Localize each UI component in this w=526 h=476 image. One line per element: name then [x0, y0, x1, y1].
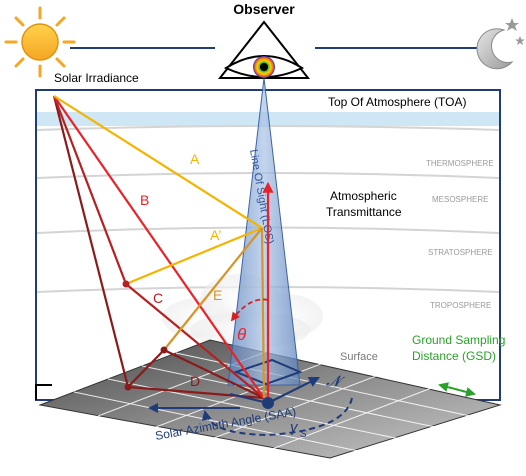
stratosphere-label: STRATOSPHERE: [428, 248, 493, 257]
path-c: [52, 95, 265, 399]
north-label: 𝓝: [326, 373, 345, 390]
zenith-angle-arc: [230, 298, 269, 322]
svg-text:γ: γ: [290, 419, 299, 436]
gsd-label-line-2: Distance (GSD): [412, 349, 496, 363]
surface-label: Surface: [340, 351, 378, 363]
svg-text:S: S: [300, 429, 307, 440]
mesosphere-label: MESOSPHERE: [432, 195, 488, 204]
observer-label: Observer: [233, 1, 295, 17]
toa-label: Top Of Atmosphere (TOA): [328, 95, 467, 109]
troposphere-label: TROPOSPHERE: [430, 301, 491, 310]
path-c-label: C: [153, 290, 163, 306]
transmittance-label: Transmittance: [326, 205, 402, 219]
north-arrow: [267, 377, 320, 404]
path-a: [53, 95, 263, 286]
atmospheric-label: Atmospheric: [330, 189, 397, 203]
moon-icon: [476, 18, 525, 70]
corner-marker: [35, 384, 52, 400]
thermosphere-label: THERMOSPHERE: [426, 159, 494, 168]
solar-azimuth-ray: [229, 393, 269, 404]
solar-irradiance-label: Solar Irradiance: [54, 71, 139, 85]
scatter-point-d: [160, 346, 168, 354]
path-a-prime-label: A’: [210, 227, 221, 243]
path-d-label: D: [190, 373, 200, 389]
gsd-label-line-1: Ground Sampling: [412, 333, 505, 347]
gamma-s-label: γ S: [290, 419, 307, 440]
azimuth-arc: [201, 397, 353, 437]
eye-icon: [217, 20, 311, 79]
path-e-label: E: [213, 287, 222, 303]
path-b-label: B: [140, 192, 149, 208]
path-e: [163, 227, 266, 399]
pixel-footprint: [233, 358, 303, 386]
scatter-point-c: [122, 280, 130, 288]
path-a-label: A: [190, 151, 200, 167]
sun-icon: [4, 6, 76, 78]
path-b: [53, 95, 265, 399]
theta-label: θ: [237, 325, 247, 344]
gsd-arrow-left: [438, 382, 475, 395]
ground-point-d: [124, 383, 132, 391]
